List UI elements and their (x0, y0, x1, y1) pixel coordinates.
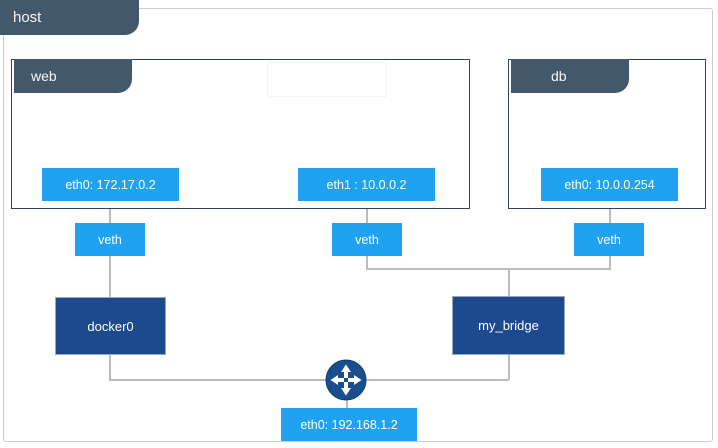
edge-vethb-bus (366, 255, 368, 269)
bridge-my-bridge-label: my_bridge (478, 318, 539, 333)
edge-mybridge-lowerbus (508, 355, 510, 380)
ghost-rect-artifact (267, 62, 387, 97)
interface-web-eth1[interactable]: eth1 : 10.0.0.2 (298, 168, 435, 201)
bridge-my-bridge[interactable]: my_bridge (452, 296, 565, 355)
edge-dbeth0-vethc (609, 200, 611, 224)
interface-web-eth0[interactable]: eth0: 172.17.0.2 (42, 168, 179, 201)
interface-db-eth0-label: eth0: 10.0.0.254 (564, 177, 655, 192)
veth-web-docker0[interactable]: veth (75, 223, 145, 256)
veth-db-mybridge-label: veth (597, 232, 621, 247)
edge-webeth1-vethb (366, 200, 368, 224)
interface-web-eth0-label: eth0: 172.17.0.2 (65, 177, 156, 192)
tab-host[interactable]: host (0, 0, 139, 35)
interface-web-eth1-label: eth1 : 10.0.0.2 (326, 177, 407, 192)
interface-host-eth0[interactable]: eth0: 192.168.1.2 (281, 408, 417, 441)
veth-db-mybridge[interactable]: veth (574, 223, 644, 256)
veth-web-docker0-label: veth (98, 232, 122, 247)
tab-web[interactable]: web (14, 59, 132, 93)
tab-db[interactable]: db (511, 59, 629, 93)
edge-webeth0-vetha (109, 200, 111, 224)
edge-bridge-bus (366, 268, 611, 270)
tab-db-label: db (551, 68, 567, 84)
edge-lower-bus (109, 379, 509, 381)
veth-web-mybridge-label: veth (355, 232, 379, 247)
edge-docker0-lowerbus (109, 355, 111, 380)
router-four-arrows-icon[interactable] (325, 359, 367, 401)
edge-vetha-docker0 (109, 255, 111, 298)
interface-db-eth0[interactable]: eth0: 10.0.0.254 (541, 168, 678, 201)
edge-router-hosteth0 (346, 397, 348, 410)
veth-web-mybridge[interactable]: veth (332, 223, 402, 256)
bridge-docker0[interactable]: docker0 (55, 297, 166, 355)
interface-host-eth0-label: eth0: 192.168.1.2 (300, 417, 398, 432)
tab-web-label: web (31, 68, 57, 84)
edge-bus-mybridge (508, 268, 510, 297)
bridge-docker0-label: docker0 (87, 318, 134, 334)
edge-vethc-bus (609, 255, 611, 269)
tab-host-label: host (13, 9, 42, 26)
